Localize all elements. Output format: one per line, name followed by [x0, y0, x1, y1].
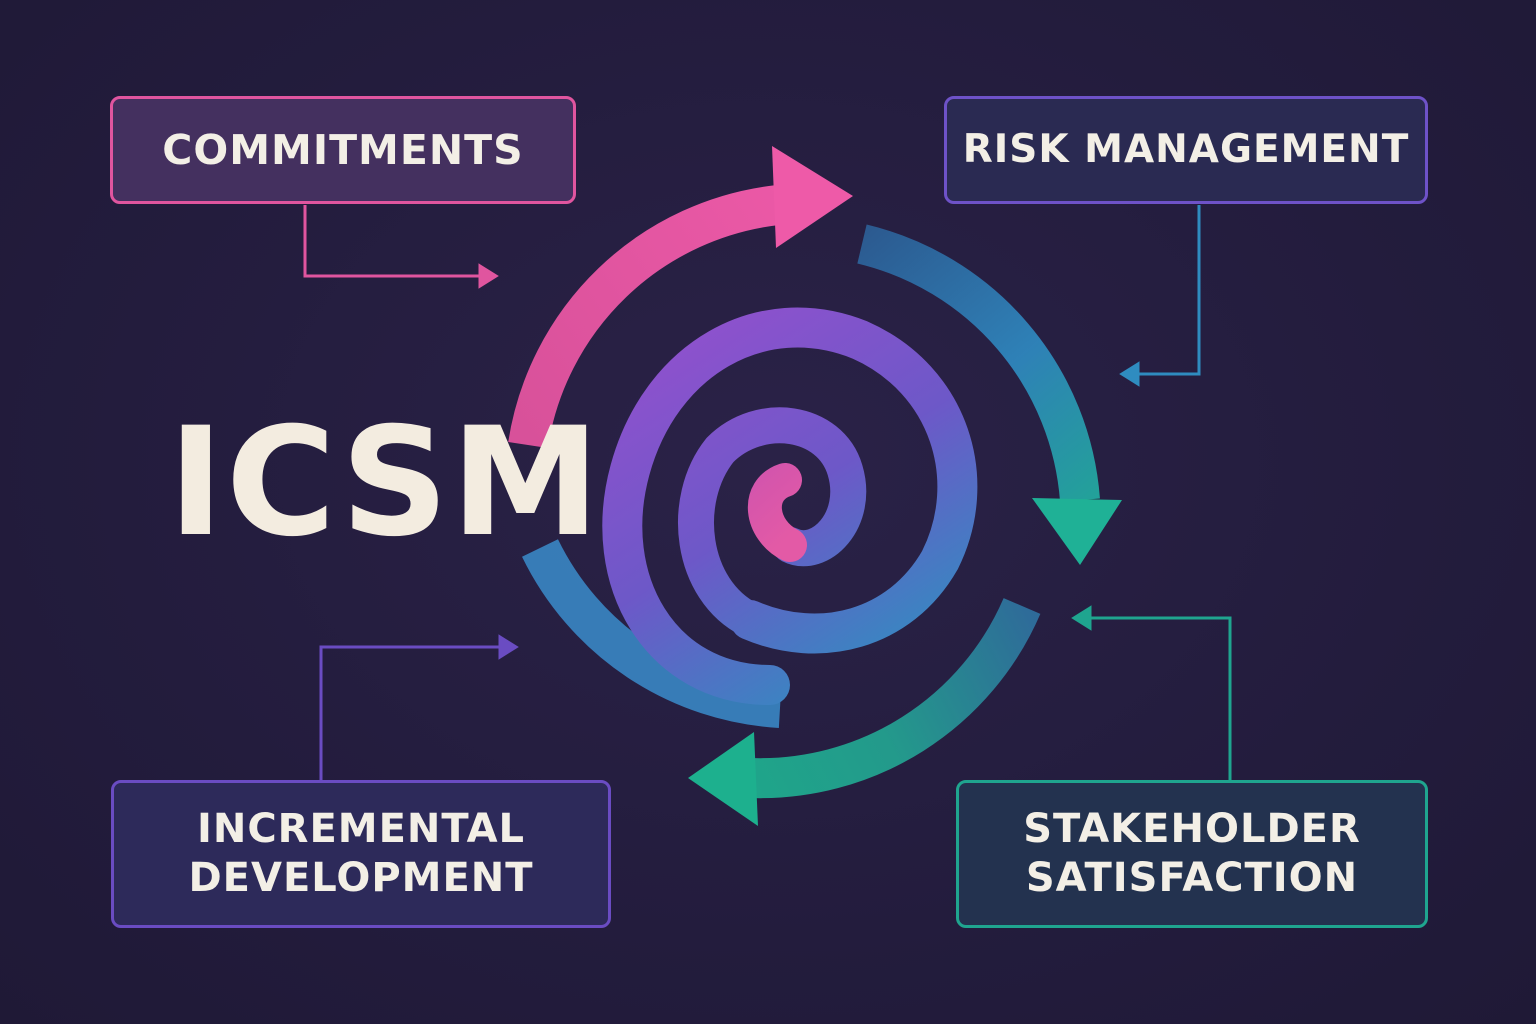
cycle-arrow-top — [508, 146, 853, 449]
box-incremental-development: INCREMENTAL DEVELOPMENT — [111, 780, 611, 928]
cycle-arrow-bottom — [688, 597, 1041, 826]
connector-incremental — [319, 634, 519, 780]
connector-stakeholder — [1071, 605, 1232, 780]
box-risk-management: RISK MANAGEMENT — [944, 96, 1428, 204]
connector-risk — [1119, 205, 1201, 387]
diagram-title: ICSM — [168, 396, 602, 570]
cycle-arrow-right — [857, 224, 1122, 565]
connector-commitments — [303, 205, 499, 289]
box-stakeholder-satisfaction: STAKEHOLDER SATISFACTION — [956, 780, 1428, 928]
spiral — [602, 307, 978, 705]
box-commitments: COMMITMENTS — [110, 96, 576, 204]
cycle-arc-left — [522, 539, 782, 728]
